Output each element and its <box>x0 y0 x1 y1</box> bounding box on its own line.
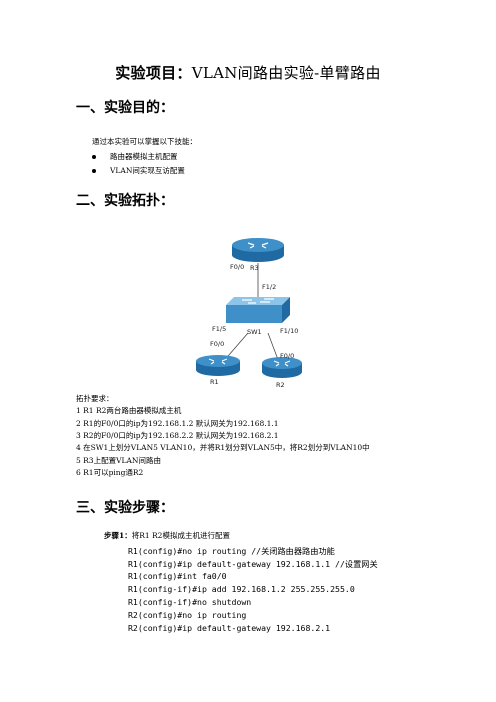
sw-right-port-label: F1/10 <box>280 327 298 335</box>
code-line: R1(config)#no ip routing //关闭路由器路由功能 <box>128 546 335 556</box>
section-heading-objectives: 一、实验目的： <box>76 100 174 116</box>
bullet-dot-icon <box>92 169 96 173</box>
code-line: R1(config)#ip default-gateway 192.168.1.… <box>128 559 378 569</box>
section-heading-steps: 三、实验步骤： <box>76 500 174 516</box>
title-text: VLAN间路由实验-单臂路由 <box>191 64 381 82</box>
code-line: R2(config)#ip default-gateway 192.168.2.… <box>128 623 331 633</box>
objective-item: 路由器模拟主机配置 <box>92 151 178 162</box>
step-1-prefix: 步骤1： <box>104 531 132 540</box>
section-heading-topology: 二、实验拓扑： <box>76 193 174 209</box>
requirement-item: 3 R2的F0/0口的ip为192.168.2.2 默认网关为192.168.2… <box>76 431 279 440</box>
r1-port-label: F0/0 <box>210 340 224 348</box>
code-line: R1(config-if)#ip add 192.168.1.2 255.255… <box>128 584 355 594</box>
bullet-dot-icon <box>92 155 96 159</box>
sw-name-label: SW1 <box>247 328 262 336</box>
page-title: 实验项目：VLAN间路由实验-单臂路由 <box>0 62 496 83</box>
step-1-heading: 步骤1：将R1 R2模拟成主机进行配置 <box>104 530 230 541</box>
router-r2-icon <box>262 357 302 378</box>
r3-port-label: F0/0 <box>230 263 244 271</box>
step-1-text: 将R1 R2模拟成主机进行配置 <box>131 531 230 540</box>
requirement-item: 4 在SW1上划分VLAN5 VLAN10，并将R1划分到VLAN5中，将R2划… <box>76 443 370 452</box>
code-line: R2(config)#no ip routing <box>128 610 247 620</box>
code-line: R1(config-if)#no shutdown <box>128 597 252 607</box>
r2-name-label: R2 <box>276 381 285 389</box>
objective-text: VLAN间实现互访配置 <box>110 166 185 175</box>
r3-name-label: R3 <box>250 264 259 272</box>
requirements-heading: 拓扑要求： <box>76 394 114 403</box>
requirement-item: 6 R1可以ping通R2 <box>76 468 144 477</box>
router-r3-icon <box>232 238 284 262</box>
requirement-item: 1 R1 R2两台路由器模拟成主机 <box>76 406 182 415</box>
requirement-item: 5 R3上配置VLAN间路由 <box>76 456 161 465</box>
title-label: 实验项目： <box>115 64 192 82</box>
r1-name-label: R1 <box>210 378 219 386</box>
sw-left-port-label: F1/5 <box>212 325 226 333</box>
topology-diagram: F0/0 R3 F1/2 F1/5 SW1 F1/10 F0/0 F0/0 R1… <box>196 238 302 389</box>
code-line: R1(config)#int fa0/0 <box>128 571 227 581</box>
requirement-item: 2 R1的F0/0口的ip为192.168.1.2 默认网关为192.168.1… <box>76 419 279 428</box>
objective-text: 路由器模拟主机配置 <box>110 152 178 161</box>
router-r1-icon <box>196 355 240 376</box>
objectives-intro: 通过本实验可以掌握以下技能： <box>92 137 197 146</box>
r2-port-label: F0/0 <box>280 352 294 360</box>
switch-sw1-icon <box>226 297 290 323</box>
objective-item: VLAN间实现互访配置 <box>92 165 185 176</box>
sw-up-port-label: F1/2 <box>262 283 276 291</box>
